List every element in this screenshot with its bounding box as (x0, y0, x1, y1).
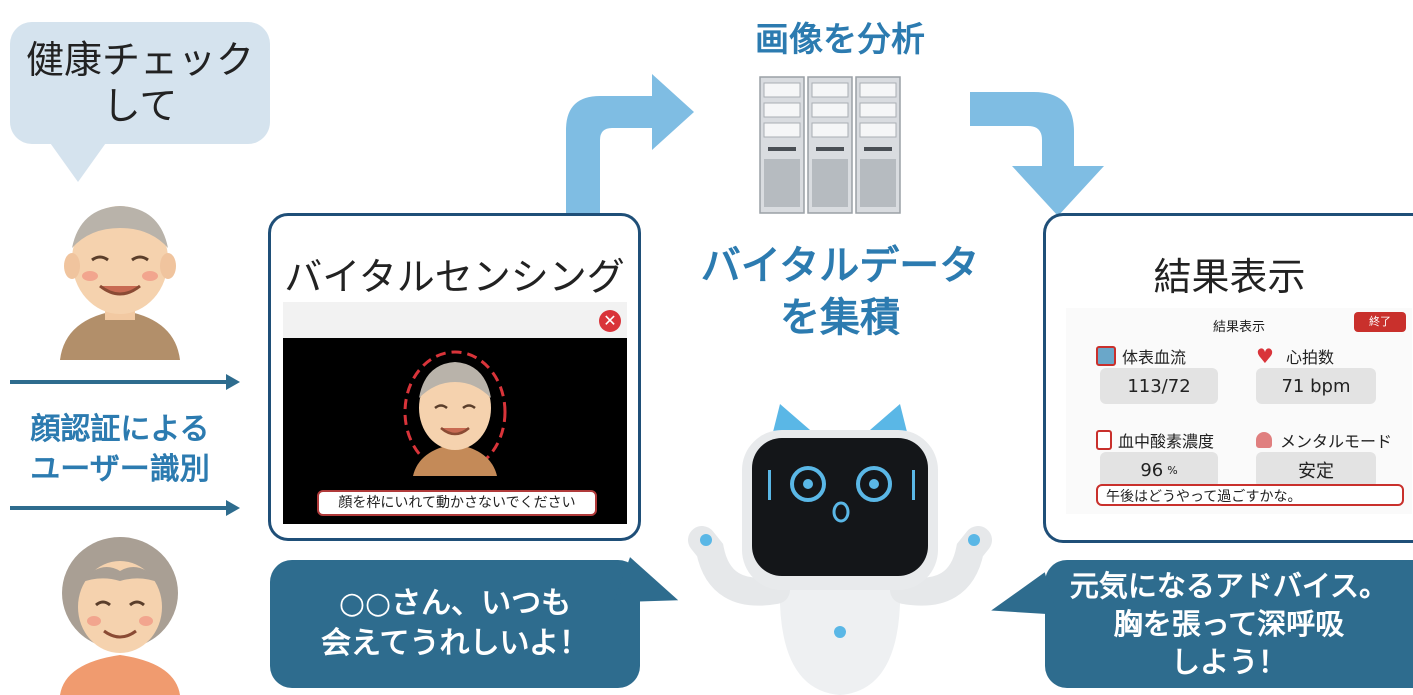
result-card: 結果表示 結果表示 終了 体表血流 113/72 ♥ 心拍数 71 bpm 血中… (1043, 213, 1413, 543)
blood-flow-label: 体表血流 (1122, 348, 1187, 367)
request-bubble-tail (48, 140, 108, 182)
request-speech-bubble: 健康チェック して (10, 22, 270, 144)
recognition-label: 顔認証による ユーザー識別 (0, 410, 240, 490)
metric-heart-rate: ♥ 心拍数 (1256, 344, 1334, 368)
robot-illustration (688, 404, 992, 695)
mental-label: メンタルモード (1280, 432, 1393, 451)
metric-blood-flow: 体表血流 (1096, 344, 1186, 368)
collect-line-2: を集積 (780, 295, 900, 341)
oxygen-icon (1096, 430, 1112, 450)
camera-preview: 顔を枠にいれて動かさないでください (283, 338, 627, 524)
metric-oxygen: 血中酸素濃度 (1096, 428, 1214, 452)
greeting-bubble: ○○さん、いつも 会えてうれしいよ！ (270, 560, 640, 688)
advice-line-2: 胸を張って深呼吸 (1113, 607, 1345, 641)
mental-value: 安定 (1256, 452, 1376, 488)
instruction-text: 顔を枠にいれて動かさないでください (317, 490, 597, 516)
result-screen-title: 結果表示 (1212, 320, 1265, 335)
request-line-1: 健康チェック (25, 38, 254, 82)
elderly-woman-illustration (60, 537, 180, 695)
recognition-line-1: 顔認証による (30, 412, 210, 447)
elderly-man-illustration (60, 206, 180, 360)
blood-flow-value: 113/72 (1100, 368, 1218, 404)
oxygen-value-box: 96 % (1100, 452, 1218, 488)
advice-line-3: しよう！ (1170, 645, 1287, 679)
collect-line-1: バイタルデータ (700, 243, 980, 289)
recognition-arrow-bottom (10, 506, 230, 510)
end-button[interactable]: 終了 (1354, 312, 1406, 332)
heart-rate-label: 心拍数 (1285, 348, 1334, 367)
recognition-arrow-top (10, 380, 230, 384)
vital-sensing-card: バイタルセンシング ✕ 顔を枠にいれて動かさないでください (268, 213, 641, 541)
greeting-line-2: 会えてうれしいよ！ (321, 626, 589, 661)
camera-screen: ✕ 顔を枠にいれて動かさないでください (283, 302, 627, 524)
oxygen-unit: % (1167, 463, 1178, 477)
result-message: 午後はどうやって過ごすかな。 (1096, 484, 1404, 506)
request-line-2: して (102, 84, 178, 128)
close-icon[interactable]: ✕ (599, 310, 621, 332)
server-rack-icon (759, 76, 901, 214)
blood-flow-icon (1096, 346, 1116, 366)
advice-bubble: 元気になるアドバイス。 胸を張って深呼吸 しよう！ (1045, 560, 1413, 688)
analyze-title: 画像を分析 (755, 20, 925, 60)
heart-icon: ♥ (1256, 344, 1274, 368)
oxygen-label: 血中酸素濃度 (1118, 432, 1215, 451)
person-icon (1256, 432, 1272, 448)
arrow-head-top (226, 374, 240, 390)
recognition-line-2: ユーザー識別 (30, 452, 210, 487)
face-preview-illustration (403, 350, 507, 476)
download-arrow (970, 92, 1104, 216)
advice-line-1: 元気になるアドバイス。 (1069, 569, 1389, 603)
vital-card-title: バイタルセンシング (284, 255, 625, 299)
oxygen-value: 96 (1140, 459, 1164, 481)
arrow-head-bottom (226, 500, 240, 516)
collect-title: バイタルデータ を集積 (680, 240, 1000, 344)
greeting-line-1: ○○さん、いつも (338, 586, 572, 621)
upload-arrow (566, 74, 694, 220)
result-card-title: 結果表示 (1153, 255, 1306, 299)
metric-mental: メンタルモード (1256, 428, 1392, 452)
heart-rate-value: 71 bpm (1256, 368, 1376, 404)
result-screen: 結果表示 終了 体表血流 113/72 ♥ 心拍数 71 bpm 血中酸素濃度 … (1066, 308, 1412, 514)
